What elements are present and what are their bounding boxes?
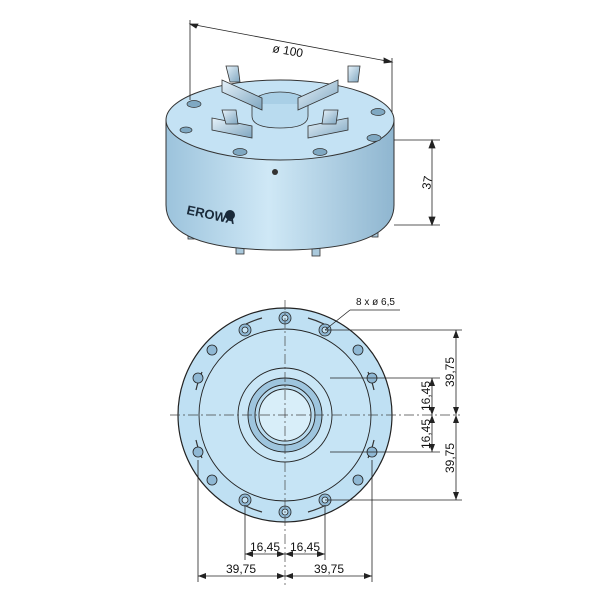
iso-dimensions [188,20,440,227]
iso-chuck: EROWA [165,65,395,257]
iso-logo-icon [225,210,235,220]
plan-dim-right-bottom: 39,75 [443,443,457,473]
plan-centerlines [170,300,460,585]
iso-top-holes [179,100,386,156]
plan-dim-right-inner-bottom: 16,45 [419,419,433,449]
plan-dim-right-top: 39,75 [443,357,457,387]
plan-dim-right-inner-top: 16,45 [419,381,433,411]
plan-dim-bottom-outer-left: 39,75 [226,562,256,576]
iso-diameter-label: ø 100 [271,41,304,60]
plan-dim-bottom-inner-right: 16,45 [290,540,320,554]
plan-arrows [198,330,459,579]
iso-indicator-dot [272,169,278,175]
iso-height-label: 37 [419,175,435,191]
plan-dim-bottom-outer-right: 39,75 [314,562,344,576]
plan-hole-callout: 8 x ø 6,5 [356,297,395,308]
iso-jaws [211,65,361,139]
plan-dim-bottom-inner-left: 16,45 [250,540,280,554]
